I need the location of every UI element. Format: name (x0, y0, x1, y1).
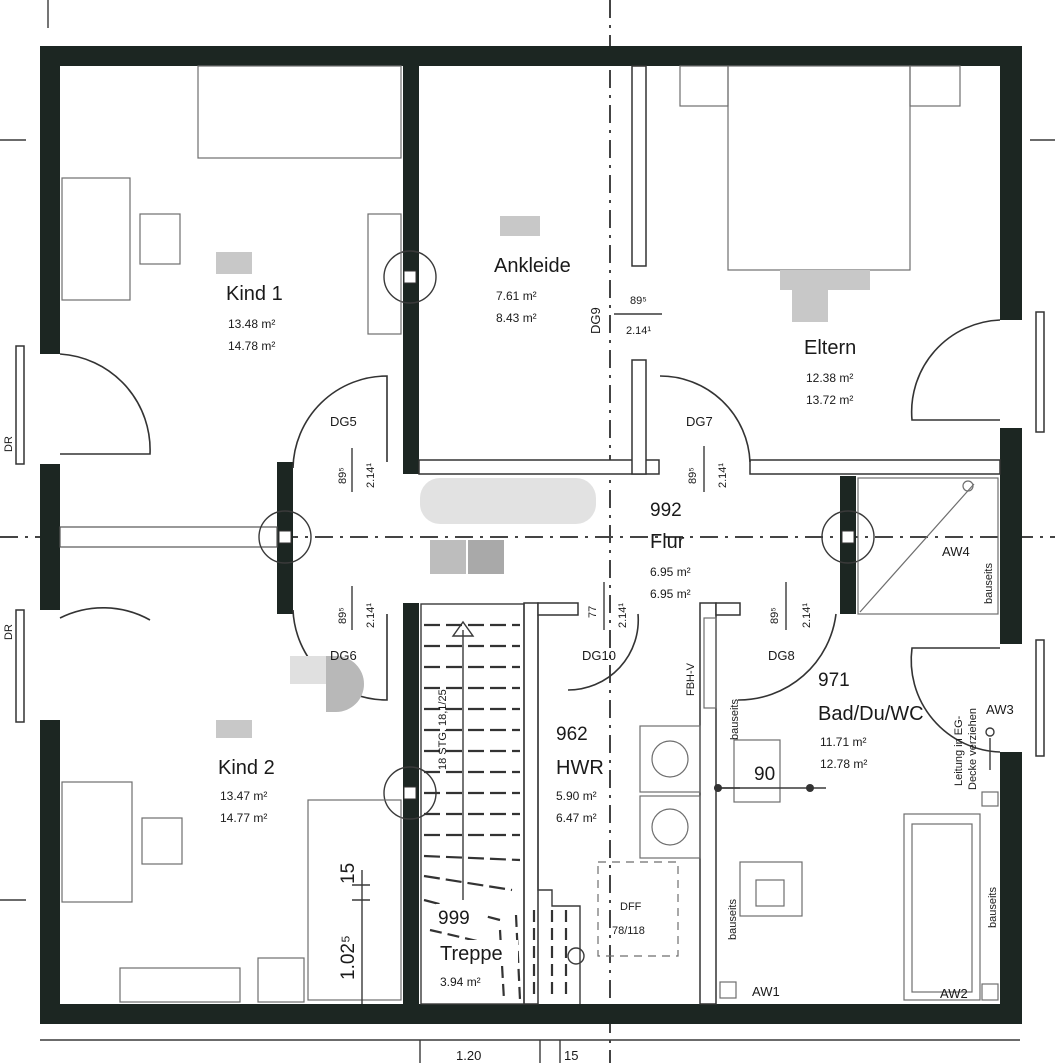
door-width: 89⁵ (337, 467, 349, 484)
stairs-label: 18 STG. 18,1/25 (437, 689, 449, 770)
leitung-label: Leitung in EG- (953, 715, 965, 786)
bauseits-label: bauseits (727, 899, 739, 940)
door-width: 89⁵ (337, 607, 349, 624)
door-width: 89⁵ (630, 295, 647, 307)
room-area-net: 7.61 m² (496, 289, 537, 303)
door-dg5: DG5 89⁵ 2.14¹ (330, 414, 377, 492)
aw4-label: AW4 (942, 544, 970, 559)
room-area-net: 13.48 m² (228, 317, 275, 331)
furniture (61, 65, 999, 1004)
door-code: DG8 (768, 648, 795, 663)
outer-walls (40, 46, 1022, 1024)
door-code: DG6 (330, 648, 357, 663)
door-height: 2.14¹ (801, 603, 813, 628)
dr-label-top: DR (3, 436, 15, 452)
room-area-net: 6.95 m² (650, 565, 691, 579)
room-area-gross: 14.77 m² (220, 811, 267, 825)
door-code: DG5 (330, 414, 357, 429)
bauseits-label: bauseits (987, 887, 999, 928)
dimension-15: 15 (338, 863, 359, 884)
fbh-label: FBH-V (685, 662, 697, 696)
door-dg6: DG6 89⁵ 2.14¹ (330, 586, 377, 663)
room-area-net: 5.90 m² (556, 789, 597, 803)
room-name: Kind 2 (218, 757, 275, 779)
bauseits-label: bauseits (983, 563, 995, 604)
room-name: Treppe (440, 943, 503, 965)
door-height: 2.14¹ (626, 325, 651, 337)
room-name: Kind 1 (226, 283, 283, 305)
room-eltern: Eltern 12.38 m² 13.72 m² (804, 337, 856, 407)
dff-size-label: 78/118 (612, 925, 645, 937)
aw3-label: AW3 (986, 702, 1014, 717)
dimension-markers (714, 784, 814, 792)
door-code: DG7 (686, 414, 713, 429)
room-area-net: 12.38 m² (806, 371, 853, 385)
room-hwr: 962 HWR 5.90 m² 6.47 m² (556, 724, 604, 825)
door-height: 2.14¹ (717, 463, 729, 488)
door-dg9: DG9 89⁵ 2.14¹ (588, 295, 662, 337)
room-ankleide: Ankleide 7.61 m² 8.43 m² (494, 255, 571, 325)
door-code: DG10 (582, 648, 616, 663)
redactions (216, 216, 870, 738)
door-width: 77 (587, 606, 599, 618)
room-area-gross: 14.78 m² (228, 339, 275, 353)
dr-label-bottom: DR (3, 624, 15, 640)
door-code: DG9 (588, 307, 603, 334)
room-area-gross: 12.78 m² (820, 757, 867, 771)
room-kind-2: Kind 2 13.47 m² 14.77 m² (218, 757, 275, 825)
inner-walls (59, 65, 1001, 1005)
door-dg7: DG7 89⁵ 2.14¹ (686, 414, 729, 492)
room-name: Ankleide (494, 255, 571, 277)
door-height: 2.14¹ (617, 603, 629, 628)
room-area-net: 11.71 m² (820, 735, 866, 749)
room-name: Flur (650, 531, 685, 553)
room-flur: 992 Flur 6.95 m² 6.95 m² (650, 500, 691, 601)
door-height: 2.14¹ (365, 603, 377, 628)
dimension-15-bottom: 15 (564, 1048, 578, 1063)
windows (15, 311, 1045, 757)
aw2-label: AW2 (940, 986, 968, 1001)
bauseits-label: bauseits (729, 699, 741, 740)
room-bad: 971 Bad/Du/WC 11.71 m² 12.78 m² (818, 670, 924, 771)
decke-label: Decke verziehen (967, 708, 979, 790)
room-number: 992 (650, 500, 682, 521)
aw1-label: AW1 (752, 984, 780, 999)
room-area-gross: 6.95 m² (650, 587, 691, 601)
columns (258, 250, 875, 820)
room-name: Bad/Du/WC (818, 703, 924, 725)
room-area-gross: 13.72 m² (806, 393, 853, 407)
dimension-90: 90 (754, 764, 775, 785)
door-width: 89⁵ (687, 467, 699, 484)
dff-label: DFF (620, 901, 642, 913)
room-area-gross: 8.43 m² (496, 311, 537, 325)
dimension-120: 1.20 (456, 1048, 481, 1063)
room-area-net: 3.94 m² (440, 975, 481, 989)
room-number: 999 (438, 908, 470, 929)
door-dg10: DG10 77 2.14¹ (582, 582, 629, 663)
door-swings (59, 319, 1001, 753)
room-kind-1: Kind 1 13.48 m² 14.78 m² (226, 283, 283, 353)
room-area-net: 13.47 m² (220, 789, 267, 803)
room-number: 971 (818, 670, 850, 691)
room-treppe: 999 Treppe 3.94 m² (436, 904, 518, 990)
room-area-gross: 6.47 m² (556, 811, 597, 825)
room-name: HWR (556, 757, 604, 779)
door-height: 2.14¹ (365, 463, 377, 488)
misc-labels: 18 STG. 18,1/25 FBH-V DFF 78/118 AW1 AW2… (3, 436, 1014, 1063)
room-number: 962 (556, 724, 588, 745)
dimension-102: 1.02⁵ (338, 935, 359, 980)
room-name: Eltern (804, 337, 856, 359)
door-width: 89⁵ (769, 607, 781, 624)
door-dg8: DG8 89⁵ 2.14¹ (768, 582, 813, 663)
